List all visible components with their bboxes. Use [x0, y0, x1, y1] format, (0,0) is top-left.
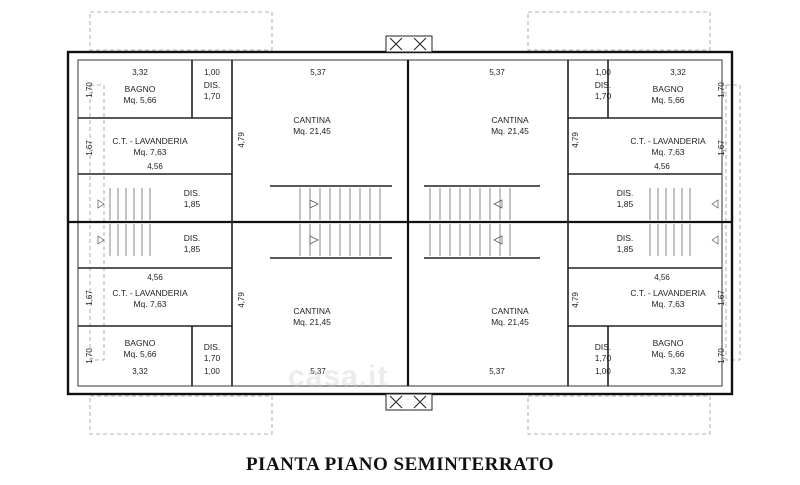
dim-ct-width: 4,56 — [147, 162, 163, 171]
dim-dis-width: 1,00 — [595, 68, 611, 77]
room-dim: 1,85 — [617, 199, 634, 209]
dim-cantina-width: 5,37 — [310, 68, 326, 77]
room-name: C.T. - LAVANDERIA — [112, 288, 188, 298]
room-name: C.T. - LAVANDERIA — [112, 136, 188, 146]
room-area: Mq. 7,63 — [133, 299, 166, 309]
dim-ct-width: 4,56 — [654, 162, 670, 171]
room-name: DIS. — [204, 80, 221, 90]
room-name: DIS. — [595, 80, 612, 90]
watermark: casa.it — [288, 360, 389, 393]
dim-cantina-height: 4,79 — [237, 292, 246, 308]
room-name: BAGNO — [653, 338, 684, 348]
room-name: CANTINA — [293, 306, 331, 316]
room-dim: 1,85 — [184, 199, 201, 209]
dim-cantina-width: 5,37 — [489, 68, 505, 77]
dim-dis-width: 1,00 — [204, 367, 220, 376]
room-name: DIS. — [617, 233, 634, 243]
dim-ct-height: 1,67 — [717, 140, 726, 156]
dim-ct-width: 4,56 — [147, 273, 163, 282]
dim-ct-height: 1,67 — [85, 140, 94, 156]
dim-ct-height: 1,67 — [85, 290, 94, 306]
room-area: Mq. 7,63 — [651, 147, 684, 157]
dim-bath-width: 3,32 — [132, 68, 148, 77]
room-name: CANTINA — [491, 306, 529, 316]
room-name: DIS. — [617, 188, 634, 198]
dim-dis-width: 1,00 — [204, 68, 220, 77]
room-name: DIS. — [184, 188, 201, 198]
dim-dis-width: 1,00 — [595, 367, 611, 376]
room-area: Mq. 21,45 — [293, 317, 331, 327]
room-area: Mq. 7,63 — [133, 147, 166, 157]
room-name: DIS. — [204, 342, 221, 352]
room-name: DIS. — [184, 233, 201, 243]
room-name: BAGNO — [125, 338, 156, 348]
room-area: Mq. 21,45 — [491, 126, 529, 136]
dim-bath-width: 3,32 — [670, 68, 686, 77]
room-dim: 1,70 — [595, 353, 612, 363]
room-name: C.T. - LAVANDERIA — [630, 136, 706, 146]
room-name: BAGNO — [653, 84, 684, 94]
plan-title: PIANTA PIANO SEMINTERRATO — [245, 454, 555, 475]
dim-cantina-height: 4,79 — [571, 132, 580, 148]
dim-cantina-width: 5,37 — [310, 367, 326, 376]
room-name: C.T. - LAVANDERIA — [630, 288, 706, 298]
dim-ct-width: 4,56 — [654, 273, 670, 282]
floor-plan: BAGNO Mq. 5,66 DIS. 1,70 C.T. - LAVANDER… — [66, 11, 741, 435]
labels-right-bottom: DIS. 1,85 C.T. - LAVANDERIA Mq. 7,63 CAN… — [491, 233, 706, 363]
dim-bath-width: 3,32 — [670, 367, 686, 376]
dim-cantina-height: 4,79 — [571, 292, 580, 308]
room-dim: 1,70 — [204, 91, 221, 101]
labels-right-top: CANTINA Mq. 21,45 DIS. 1,70 BAGNO Mq. 5,… — [491, 80, 706, 209]
room-name: BAGNO — [125, 84, 156, 94]
room-area: Mq. 5,66 — [123, 349, 156, 359]
room-dim: 1,70 — [204, 353, 221, 363]
room-area: Mq. 21,45 — [491, 317, 529, 327]
room-area: Mq. 5,66 — [651, 95, 684, 105]
party-wall — [68, 60, 732, 386]
dim-cantina-width: 5,37 — [489, 367, 505, 376]
dim-bath-height: 1,70 — [85, 348, 94, 364]
dim-bath-width: 3,32 — [132, 367, 148, 376]
dimension-labels: 3,32 1,00 5,37 5,37 1,00 3,32 4,56 4,56 … — [85, 68, 726, 376]
room-name: CANTINA — [293, 115, 331, 125]
room-area: Mq. 5,66 — [651, 349, 684, 359]
room-dim: 1,85 — [617, 244, 634, 254]
dim-cantina-height: 4,79 — [237, 132, 246, 148]
windows — [385, 35, 433, 411]
room-name: CANTINA — [491, 115, 529, 125]
room-dim: 1,70 — [595, 91, 612, 101]
dim-bath-height: 1,70 — [717, 82, 726, 98]
interior-walls — [78, 60, 722, 386]
labels-left-top: BAGNO Mq. 5,66 DIS. 1,70 C.T. - LAVANDER… — [112, 80, 331, 209]
room-name: DIS. — [595, 342, 612, 352]
staircases — [97, 188, 719, 256]
labels-left-bottom: DIS. 1,85 C.T. - LAVANDERIA Mq. 7,63 BAG… — [112, 233, 331, 363]
room-area: Mq. 21,45 — [293, 126, 331, 136]
room-area: Mq. 7,63 — [651, 299, 684, 309]
dim-bath-height: 1,70 — [85, 82, 94, 98]
dim-bath-height: 1,70 — [717, 348, 726, 364]
room-area: Mq. 5,66 — [123, 95, 156, 105]
dim-ct-height: 1,67 — [717, 290, 726, 306]
room-dim: 1,85 — [184, 244, 201, 254]
